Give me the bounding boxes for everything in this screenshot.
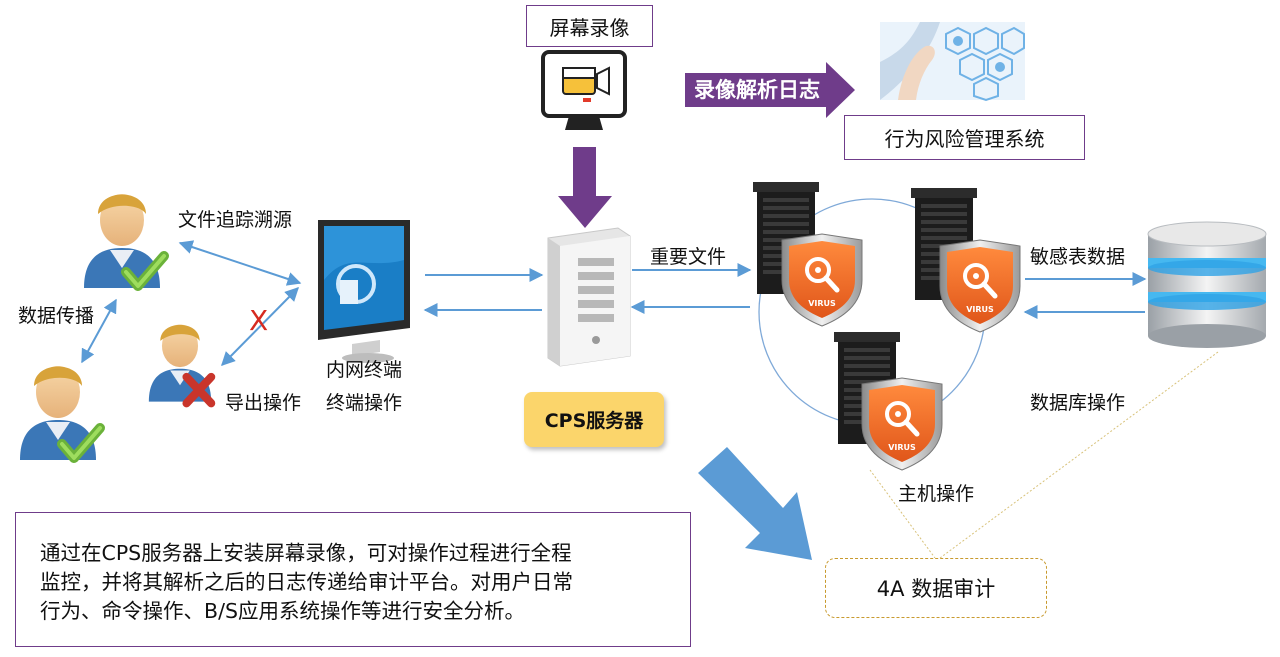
sensitive-table-data-label: 敏感表数据 — [1030, 246, 1126, 268]
note-line-3: 行为、命令操作、B/S应用系统操作等进行安全分析。 — [40, 599, 525, 623]
export-op-label: 导出操作 — [225, 392, 302, 414]
host-op-label: 主机操作 — [898, 483, 975, 505]
arrow-export — [221, 287, 299, 366]
video-parse-log-label: 录像解析日志 — [694, 78, 820, 102]
behavior-risk-system-label: 行为风险管理系统 — [884, 127, 1045, 151]
virus-shield-icon: VIRUS — [940, 240, 1020, 332]
arrow-spread — [81, 298, 117, 364]
db-op-label: 数据库操作 — [1030, 392, 1126, 414]
video-parse-log-arrow — [685, 62, 855, 118]
virus-shield-icon: VIRUS — [862, 378, 942, 470]
big-diagonal-arrow — [698, 447, 812, 560]
connections — [81, 240, 1147, 366]
cps-server-label: CPS服务器 — [544, 410, 644, 432]
description-note: 通过在CPS服务器上安装屏幕录像，可对操作过程进行全程 监控，并将其解析之后的日… — [15, 512, 691, 647]
svg-text:VIRUS: VIRUS — [888, 443, 916, 452]
database-icon — [1147, 221, 1267, 348]
audit-4a-box: 4A 数据审计 — [825, 558, 1047, 618]
svg-text:VIRUS: VIRUS — [808, 299, 836, 308]
file-trace-label: 文件追踪溯源 — [178, 209, 293, 231]
tower-server-icon — [547, 227, 631, 367]
audit-4a-label: 4A 数据审计 — [876, 577, 996, 601]
svg-text:VIRUS: VIRUS — [966, 305, 994, 314]
user-denied-icon — [148, 324, 216, 408]
note-line-1: 通过在CPS服务器上安装屏幕录像，可对操作过程进行全程 — [40, 541, 572, 565]
monitor-icon — [318, 220, 410, 363]
medical-hand-icon — [880, 22, 1025, 102]
cps-server-badge: CPS服务器 — [524, 392, 664, 447]
user-ok-icon — [84, 194, 169, 291]
note-line-2: 监控，并将其解析之后的日志传递给审计平台。对用户日常 — [40, 570, 573, 594]
intranet-terminal-label: 内网终端 — [326, 359, 403, 381]
arrow-user-to-terminal — [178, 240, 302, 286]
video-recorder-icon — [541, 50, 627, 130]
user-ok-icon — [20, 366, 105, 463]
x-mark: X — [249, 304, 268, 337]
data-spread-label: 数据传播 — [18, 305, 95, 327]
purple-down-arrow — [558, 147, 612, 228]
screen-recording-label: 屏幕录像 — [549, 15, 630, 40]
behavior-risk-system-box: 行为风险管理系统 — [844, 115, 1085, 160]
terminal-op-label: 终端操作 — [326, 392, 403, 414]
important-file-label: 重要文件 — [650, 246, 727, 268]
dotted-db-to-audit — [939, 351, 1219, 559]
virus-shield-icon: VIRUS — [782, 234, 862, 326]
screen-recording-box: 屏幕录像 — [526, 5, 653, 47]
